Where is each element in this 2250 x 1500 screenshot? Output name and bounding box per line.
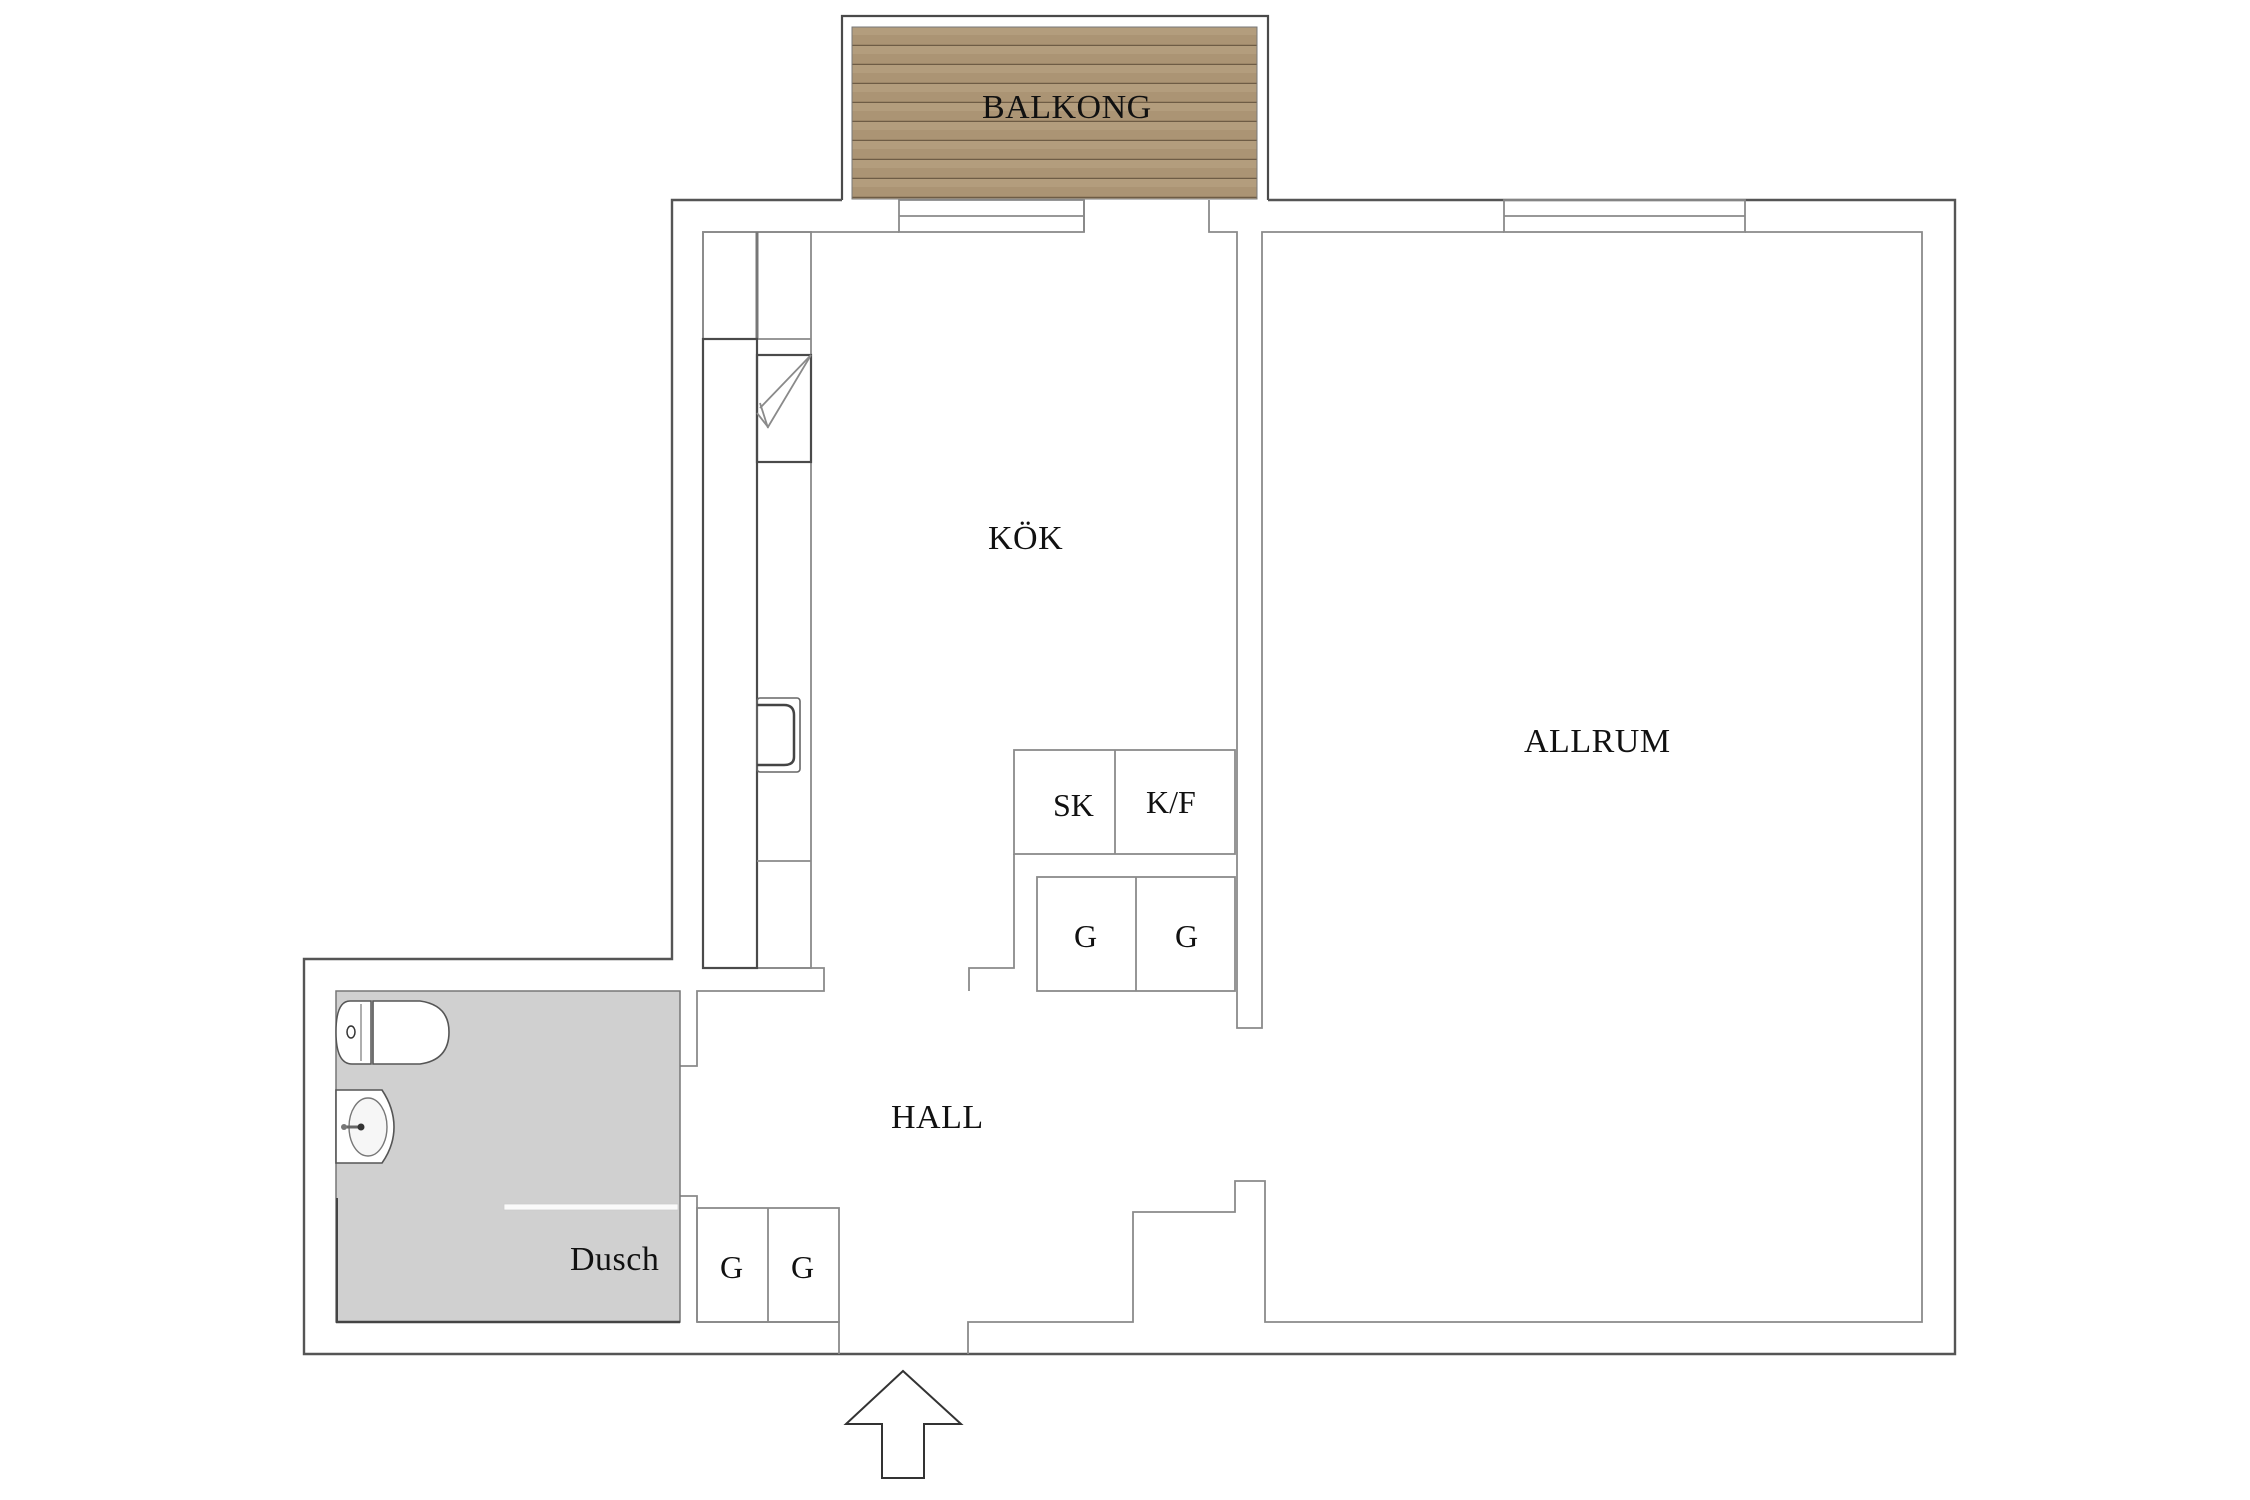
room-label-kitchen: KÖK	[988, 520, 1064, 557]
room-label-hall: HALL	[891, 1099, 984, 1136]
kitchen-counter	[701, 231, 812, 970]
room-label-shower: Dusch	[570, 1241, 660, 1278]
wardrobe-label-hall-right: G	[791, 1249, 815, 1285]
wardrobe-label-hall-left: G	[720, 1249, 744, 1285]
room-label-living: ALLRUM	[1524, 723, 1671, 760]
windows	[898, 199, 1746, 233]
wardrobe-label-kitchen-right: G	[1175, 918, 1199, 954]
washbasin-icon	[335, 1089, 395, 1164]
sink-icon	[756, 697, 801, 773]
toilet-icon	[335, 1000, 450, 1065]
outer-walls	[302, 198, 1957, 1356]
wardrobe-label-kitchen-left: G	[1074, 918, 1098, 954]
appliance-label-fridge-freezer: K/F	[1146, 784, 1196, 820]
hall-wardrobes	[696, 1207, 840, 1323]
kitchen-wardrobes	[1036, 876, 1236, 992]
room-label-balcony: BALKONG	[982, 89, 1152, 126]
kitchen-inner-walls	[680, 200, 1923, 1354]
fridge-freezer-units	[1013, 749, 1236, 855]
appliance-label-freezer: SK	[1053, 787, 1094, 823]
balcony	[840, 14, 1270, 200]
shower-rail	[503, 1203, 679, 1211]
entrance-arrow-icon	[843, 1369, 964, 1479]
dishwasher-icon	[755, 353, 813, 464]
